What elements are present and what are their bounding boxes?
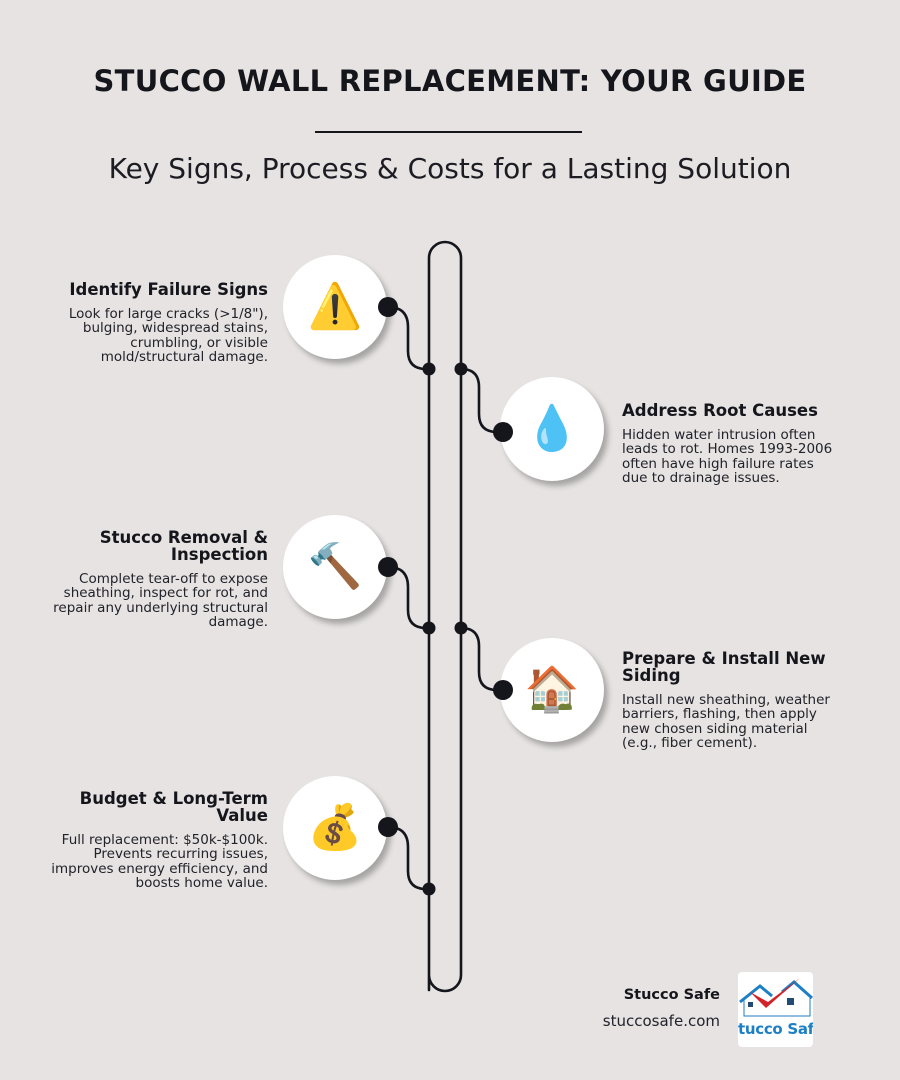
node-dot xyxy=(493,422,513,442)
step-3: Stucco Removal & Inspection Complete tea… xyxy=(40,529,268,629)
step-2-icon-circle: 💧 xyxy=(500,377,604,481)
junction-dot xyxy=(422,362,436,376)
step-title: Prepare & Install New Siding xyxy=(622,649,826,685)
step-5-icon-circle: 💰 xyxy=(283,776,387,880)
junction-dot xyxy=(454,621,468,635)
step-description: Hidden water intrusion often leads to ro… xyxy=(622,427,833,486)
step-5: Budget & Long-Term Value Full replacemen… xyxy=(40,790,268,890)
node-dot xyxy=(493,680,513,700)
junction-dot xyxy=(422,882,436,896)
step-title: Identify Failure Signs xyxy=(69,280,268,299)
node-dot xyxy=(378,297,398,317)
logo-text: tucco Saf xyxy=(738,1020,813,1038)
money-bag-icon: 💰 xyxy=(307,802,363,853)
step-3-icon-circle: 🔨 xyxy=(283,515,387,619)
page-subtitle: Key Signs, Process & Costs for a Lasting… xyxy=(108,152,792,185)
step-2: Address Root Causes Hidden water intrusi… xyxy=(622,402,842,485)
node-dot xyxy=(378,557,398,577)
brand-url-link[interactable]: stuccosafe.com xyxy=(602,1012,720,1030)
step-4-icon-circle: 🏠 xyxy=(500,638,604,742)
step-description: Look for large cracks (>1/8"), bulging, … xyxy=(68,306,268,365)
junction-dot xyxy=(454,362,468,376)
hammer-icon: 🔨 xyxy=(307,541,363,592)
junction-dot xyxy=(422,621,436,635)
water-drop-icon: 💧 xyxy=(524,403,580,454)
stucco-safe-logo: tucco Saf xyxy=(738,972,813,1047)
step-description: Complete tear-off to expose sheathing, i… xyxy=(53,571,268,630)
house-icon: 🏠 xyxy=(524,664,580,715)
step-1-icon-circle: ⚠️ xyxy=(283,255,387,359)
step-4: Prepare & Install New Siding Install new… xyxy=(622,650,842,750)
step-1: Identify Failure Signs Look for large cr… xyxy=(40,281,268,364)
step-description: Full replacement: $50k-$100k. Prevents r… xyxy=(51,832,268,891)
step-title: Budget & Long-Term Value xyxy=(79,789,268,825)
step-title: Stucco Removal & Inspection xyxy=(99,528,268,564)
warning-icon: ⚠️ xyxy=(307,281,363,332)
house-checkmark-icon xyxy=(739,978,813,1017)
page-title: STUCCO WALL REPLACEMENT: YOUR GUIDE xyxy=(93,64,807,98)
title-divider xyxy=(315,131,582,133)
step-description: Install new sheathing, weather barriers,… xyxy=(622,692,830,751)
step-title: Address Root Causes xyxy=(622,401,818,420)
brand-name: Stucco Safe xyxy=(623,987,720,1003)
node-dot xyxy=(378,817,398,837)
